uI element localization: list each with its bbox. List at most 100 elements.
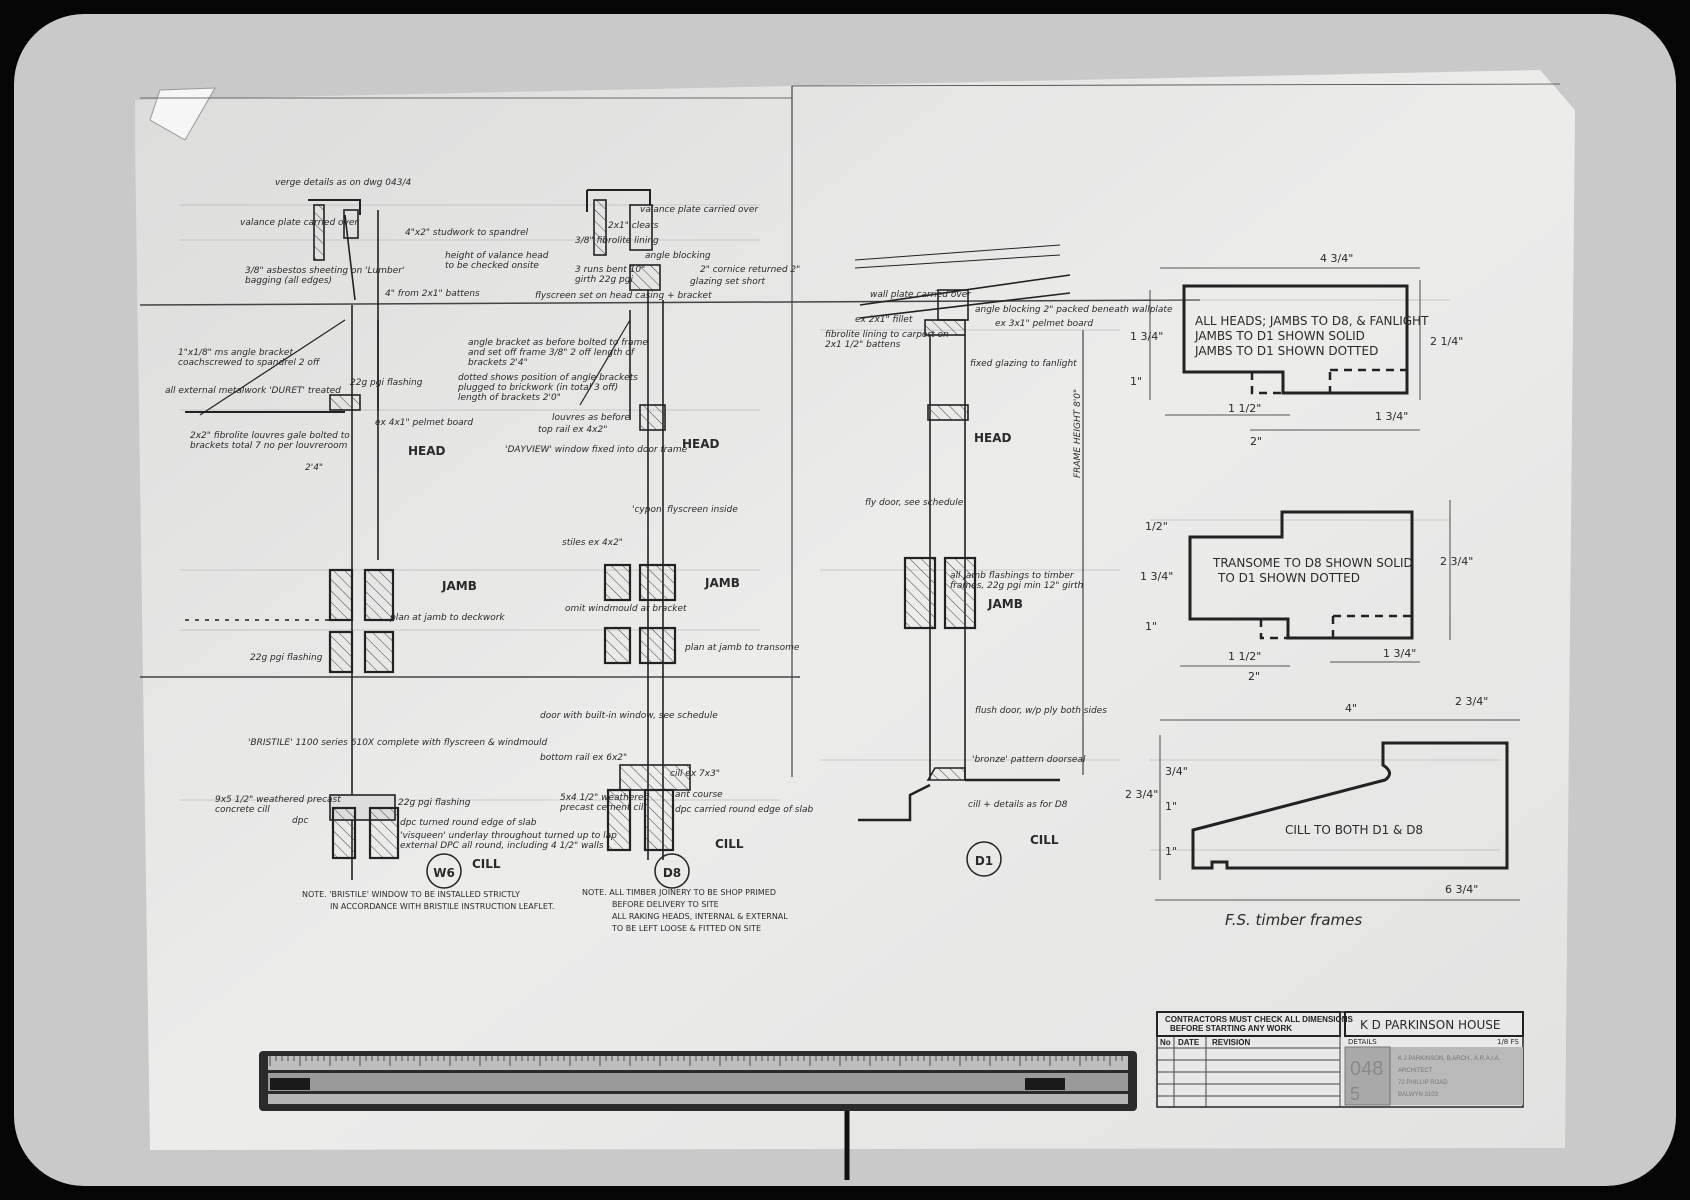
d8-tag-label: D8 [663,866,681,880]
fs-text: ALL HEADS; JAMBS TO D8, & FANLIGHT JAMBS… [1125,252,1488,929]
cill-profile [1191,741,1509,870]
annotation: plan at jamb to deckwork [389,613,505,623]
w6-jamb-label: JAMB [441,579,477,593]
annotation: 3/8" asbestos sheeting on 'Lumber'baggin… [245,266,404,286]
annotation: 22g pgi flashing [250,653,323,663]
note-w6-line: IN ACCORDANCE WITH BRISTILE INSTRUCTION … [330,902,554,911]
w6-tag: W6 [426,853,462,889]
curled-corner [149,87,216,141]
annotation: cill ex 7x3" [670,769,720,779]
dimension: 6 3/4" [1445,883,1478,896]
d1-head-label: HEAD [974,431,1012,445]
dimension: 2 3/4" [1125,788,1158,801]
d1-cill-label: CILL [1030,833,1059,847]
architect-line: ARCHITECT [1398,1068,1433,1074]
fs-note: ALL HEADS; JAMBS TO D8, & FANLIGHT [1195,314,1429,328]
annotation: verge details as on dwg 043/4 [275,178,412,188]
revision-header: DATE [1178,1038,1200,1047]
annotation: ex 3x1" pelmet board [995,319,1093,329]
transome-profile [1188,510,1414,640]
annotation: fly door, see schedule [865,498,964,508]
annotation: dpc [292,816,308,826]
annotation: bottom rail ex 6x2" [540,753,627,763]
scale-text: 1/8 FS [1497,1038,1519,1046]
annotation: glazing set short [690,277,765,287]
d8-jamb-label: JAMB [704,576,740,590]
sheet-subject: DETAILS [1348,1038,1377,1046]
annotation: 22g pgi flashing [350,378,423,388]
annotation: wall plate carried over [870,290,972,300]
dimension: 1 1/2" [1228,650,1261,663]
annotation: 3/8" fibrolite lining [575,236,659,246]
architect-line: BALWYN 3103 [1398,1092,1439,1098]
dimension: 2 1/4" [1430,335,1463,348]
sheet-number: 5 [1350,1084,1360,1104]
dimension: 1" [1130,375,1142,388]
annotation: 2" cornice returned 2" [700,265,800,275]
annotation: valance plate carried over [240,218,359,228]
dimension: 2 3/4" [1440,555,1473,568]
dimension: 1 3/4" [1130,330,1163,343]
architect-line: K J PARKINSON, B.ARCH., A.R.A.I.A. [1398,1056,1501,1062]
drawing-number: 048 [1350,1058,1383,1080]
annotation: 'bronze' pattern doorseal [972,755,1086,765]
d8-cill-label: CILL [715,837,744,851]
note-d8-line: TO BE LEFT LOOSE & FITTED ON SITE [611,924,761,933]
annotation: angle blocking 2" packed beneath wallpla… [975,305,1173,315]
annotation: valance plate carried over [640,205,759,215]
fs-note: TRANSOME TO D8 SHOWN SOLID [1212,556,1413,570]
dimension: 1" [1165,845,1177,858]
annotation: flyscreen set on head casing + bracket [535,291,712,301]
d1-jamb-label: JAMB [987,597,1023,611]
annotation: 4" from 2x1" battens [385,289,480,299]
dimension: 2 3/4" [1455,695,1488,708]
note-w6-line: NOTE. 'BRISTILE' WINDOW TO BE INSTALLED … [302,890,520,899]
w6-head-label: HEAD [408,444,446,458]
dimension: 2" [1250,435,1262,448]
annotation: dpc turned round edge of slab [400,818,537,828]
annotation: angle blocking [645,251,711,261]
annotations-d8: valance plate carried over 2x1" cleats 3… [457,205,813,815]
annotation: 3 runs bent 10"girth 22g pgi [575,265,645,285]
section-w6 [185,199,400,880]
fs-note: CILL TO BOTH D1 & D8 [1285,823,1423,837]
note-d8-line: BEFORE DELIVERY TO SITE [612,900,719,909]
d8-head-label: HEAD [682,437,720,451]
annotations-d1: wall plate carried over angle blocking 2… [825,290,1173,810]
contractor-warning: BEFORE STARTING ANY WORK [1170,1024,1292,1033]
annotation: cill + details as for D8 [968,800,1068,810]
d1-tag: D1 [966,841,1002,877]
architect-line: 72 PHILLIP ROAD [1398,1080,1448,1086]
dimension: 4 3/4" [1320,252,1353,265]
section-d8 [579,189,691,860]
revision-header: No [1160,1038,1171,1047]
d1-tag-label: D1 [975,854,993,868]
title-block: CONTRACTORS MUST CHECK ALL DIMENSIONS BE… [1156,1011,1524,1108]
annotation: all external metalwork 'DURET' treated [165,386,341,396]
w6-cill-label: CILL [472,857,501,871]
scale-ruler [259,1051,1137,1180]
annotation: 2'4" [305,463,323,473]
dimension: 1" [1165,800,1177,813]
dimension: 4" [1345,702,1357,715]
annotation: top rail ex 4x2" [538,425,607,435]
dimension: 2" [1248,670,1260,683]
annotation: 'DAYVIEW' window fixed into door frame [505,445,688,455]
annotation: 22g pgi flashing [398,798,471,808]
annotation: 4"x2" studwork to spandrel [405,228,529,238]
annotation: plan at jamb to transome [684,643,800,653]
project-title: K D PARKINSON HOUSE [1360,1018,1500,1032]
note-d8-line: ALL RAKING HEADS, INTERNAL & EXTERNAL [612,912,788,921]
head-profile [1182,284,1409,395]
note-d8-line: NOTE. ALL TIMBER JOINERY TO BE SHOP PRIM… [582,888,776,897]
annotation: ex 2x1" fillet [855,315,913,325]
annotation: 'cypon' flyscreen inside [632,505,738,515]
annotation: dpc carried round edge of slab [675,805,813,815]
